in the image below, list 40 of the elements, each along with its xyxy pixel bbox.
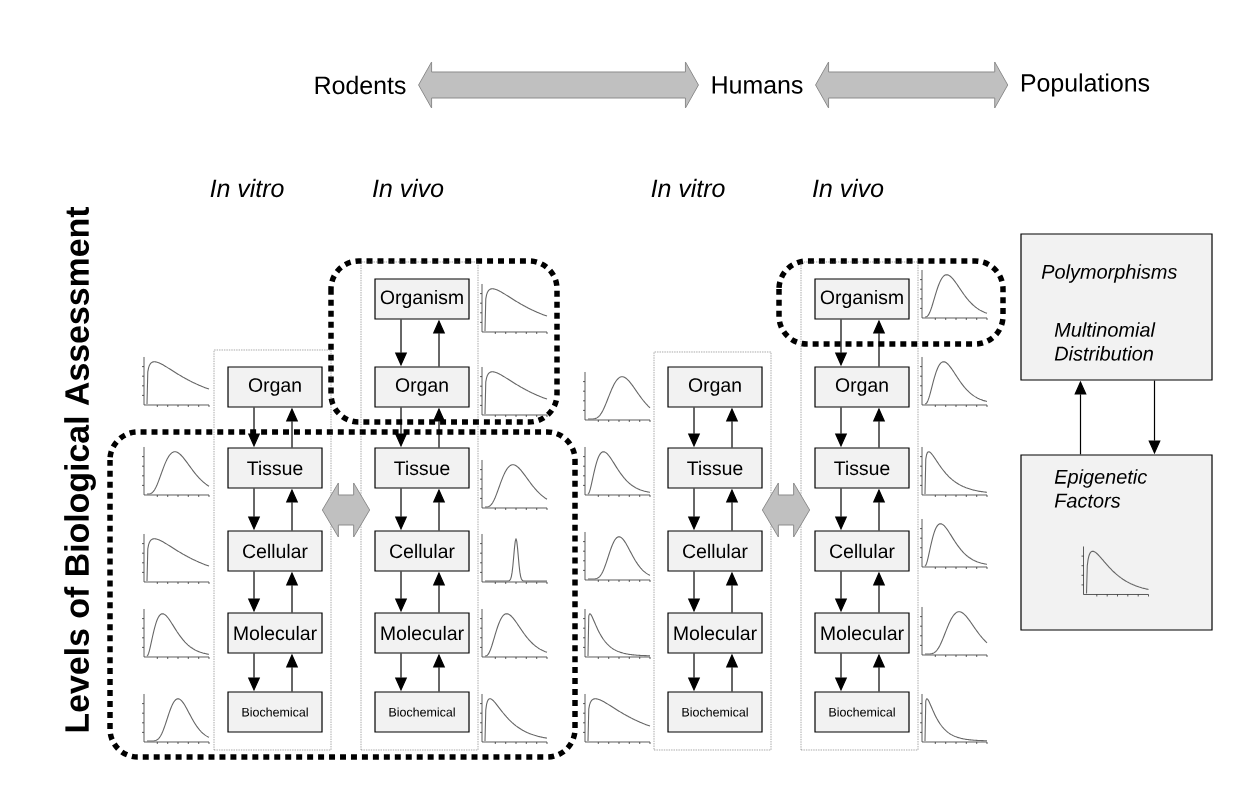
level-box: Organ: [374, 366, 470, 408]
level-box: Cellular: [814, 530, 910, 572]
level-box: Cellular: [667, 530, 763, 572]
heading: Rodents: [315, 75, 406, 95]
level-box: Tissue: [667, 447, 763, 489]
level-box: Molecular: [667, 612, 763, 654]
level-box: Tissue: [374, 447, 470, 489]
level-box: Biochemical: [667, 691, 763, 733]
level-box: Molecular: [227, 612, 323, 654]
level-box: Molecular: [374, 612, 470, 654]
block-arrow: [815, 61, 1009, 109]
column-heading: In vivo: [373, 178, 444, 198]
column-heading: In vitro: [651, 178, 725, 198]
text-box: Polymorphisms Multinomial Distribution: [1020, 233, 1213, 381]
level-box: Biochemical: [374, 691, 470, 733]
level-box: Organism: [374, 278, 470, 320]
level-box: Tissue: [814, 447, 910, 489]
column-heading: In vivo: [813, 178, 884, 198]
block-arrow: [418, 61, 699, 109]
block-arrow: [761, 482, 811, 538]
vertical-title: Levels of Biological Assessment: [64, 206, 96, 732]
level-box: Organism: [814, 278, 910, 320]
heading: Populations: [1021, 73, 1150, 97]
dotted-column: [213, 349, 332, 751]
column-heading: In vitro: [210, 178, 284, 198]
level-box: Organ: [667, 366, 763, 408]
level-box: Biochemical: [814, 691, 910, 733]
heading: Humans: [712, 76, 803, 94]
level-box: Tissue: [227, 447, 323, 489]
text-box: Epigenetic Factors: [1020, 454, 1213, 631]
level-box: Molecular: [814, 612, 910, 654]
block-arrow: [321, 482, 371, 538]
dotted-column: [800, 261, 919, 751]
dotted-column: [360, 261, 479, 751]
level-box: Biochemical: [227, 691, 323, 733]
level-box: Organ: [227, 366, 323, 408]
level-box: Cellular: [227, 530, 323, 572]
level-box: Cellular: [374, 530, 470, 572]
dotted-column: [653, 351, 772, 751]
level-box: Organ: [814, 366, 910, 408]
